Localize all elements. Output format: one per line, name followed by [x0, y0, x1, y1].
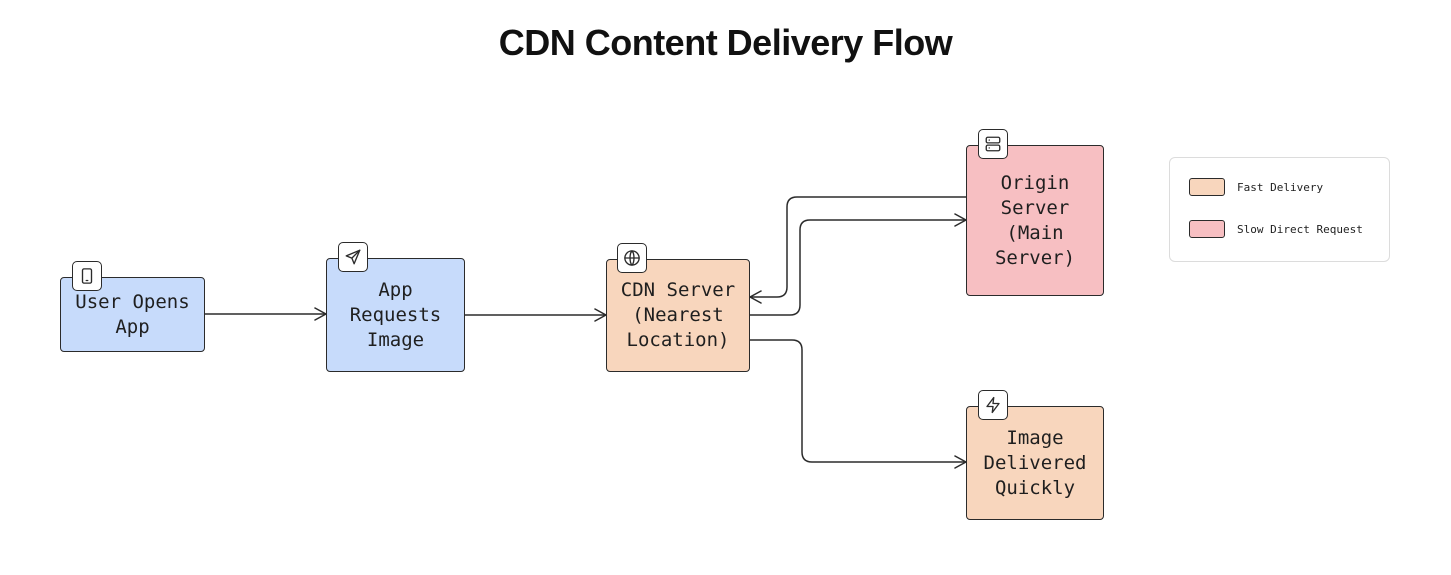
- edge-cdn-to-delivered: [750, 339, 967, 469]
- globe-icon: [617, 243, 647, 273]
- legend-item-fast: Fast Delivery: [1189, 177, 1323, 197]
- send-icon: [338, 242, 368, 272]
- legend-item-slow: Slow Direct Request: [1189, 219, 1363, 239]
- node-label: CDN Server (Nearest Location): [620, 279, 736, 351]
- edge-cdn-to-origin: [750, 213, 967, 316]
- node-user-opens-app: User Opens App: [60, 277, 205, 352]
- node-app-requests-image: App Requests Image: [326, 258, 465, 372]
- legend: Fast Delivery Slow Direct Request: [1169, 157, 1390, 262]
- legend-swatch-fast: [1189, 178, 1225, 196]
- node-image-delivered-quickly: Image Delivered Quickly: [966, 406, 1104, 520]
- legend-swatch-slow: [1189, 220, 1225, 238]
- node-label: Image Delivered Quickly: [983, 426, 1087, 499]
- zap-icon: [978, 390, 1008, 420]
- node-label: Origin Server (Main Server): [994, 171, 1076, 269]
- node-origin-server: Origin Server (Main Server): [966, 145, 1104, 296]
- server-icon: [978, 129, 1008, 159]
- legend-label: Fast Delivery: [1237, 180, 1324, 194]
- node-label: App Requests Image: [349, 278, 442, 351]
- legend-label: Slow Direct Request: [1237, 222, 1363, 236]
- edge-origin-to-cdn: [749, 196, 966, 304]
- phone-icon: [72, 261, 102, 291]
- node-label: User Opens App: [75, 290, 190, 338]
- node-cdn-server: CDN Server (Nearest Location): [606, 259, 750, 372]
- diagram-title: CDN Content Delivery Flow: [498, 22, 953, 63]
